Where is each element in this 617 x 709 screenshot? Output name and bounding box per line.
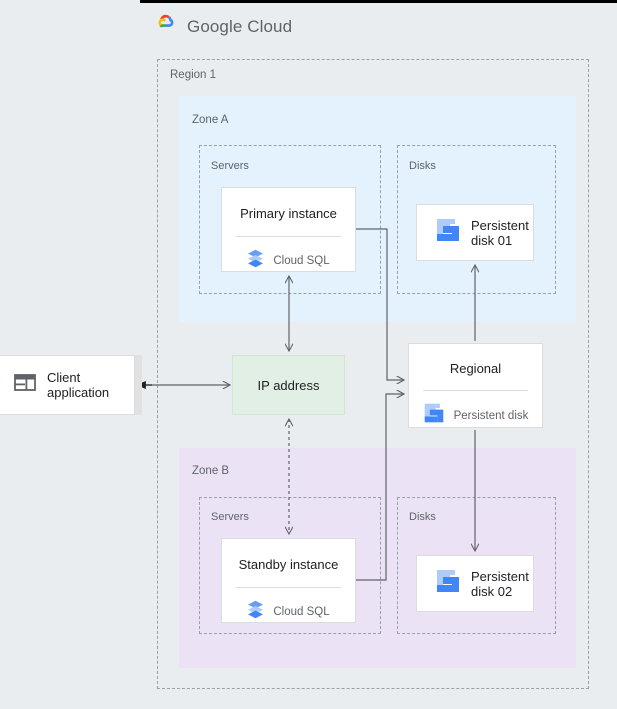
- cloud-sql-icon: [247, 249, 264, 273]
- zone-a-label: Zone A: [192, 114, 229, 126]
- client-window-icon: [14, 373, 36, 397]
- regional-disk-title: Regional: [449, 361, 502, 376]
- primary-instance-card[interactable]: Primary instance Cloud SQL: [221, 187, 356, 272]
- client-application-card[interactable]: Client application: [0, 355, 135, 415]
- client-line1: Client: [47, 370, 81, 385]
- divider: [236, 236, 341, 237]
- persistent-disk-01-card[interactable]: Persistent disk 01: [416, 204, 534, 261]
- primary-instance-title: Primary instance: [240, 206, 337, 221]
- primary-instance-service-label: Cloud SQL: [273, 255, 330, 267]
- divider: [236, 587, 341, 588]
- persistent-disk-02-card[interactable]: Persistent disk 02: [416, 555, 534, 612]
- persistent-disk-icon: [435, 568, 461, 599]
- google-cloud-logo-icon: [155, 14, 179, 39]
- brand-google: Google: [187, 16, 243, 36]
- servers-group-zone-a-label: Servers: [211, 160, 249, 172]
- zone-b-label: Zone B: [192, 465, 230, 477]
- google-cloud-logo: Google Cloud: [155, 14, 292, 39]
- regional-disk-service-label: Persistent disk: [453, 409, 529, 422]
- persistent-disk-icon: [423, 402, 445, 429]
- brand-cloud: Cloud: [247, 16, 293, 36]
- ip-address-card[interactable]: IP address: [232, 355, 345, 415]
- primary-instance-service: Cloud SQL: [222, 249, 355, 273]
- standby-instance-title: Standby instance: [238, 557, 339, 572]
- persistent-disk-01-label: Persistent disk 01: [471, 218, 529, 248]
- persistent-disk-icon: [435, 217, 461, 248]
- client-application-label: Client application: [47, 370, 109, 400]
- pd02-line1: Persistent: [471, 568, 529, 584]
- ip-address-label: IP address: [257, 377, 320, 393]
- cloud-sql-icon: [247, 600, 264, 624]
- standby-instance-service: Cloud SQL: [222, 600, 355, 624]
- divider: [423, 390, 528, 391]
- standby-instance-service-label: Cloud SQL: [273, 606, 330, 618]
- persistent-disk-02-label: Persistent disk 02: [471, 569, 529, 599]
- google-cloud-logo-text: Google Cloud: [187, 17, 292, 37]
- pd01-line1: Persistent: [471, 217, 529, 233]
- standby-instance-card[interactable]: Standby instance Cloud SQL: [221, 538, 356, 623]
- pd01-line2: disk 01: [471, 232, 513, 248]
- regional-disk-service: Persistent disk: [409, 402, 542, 429]
- regional-persistent-disk-card[interactable]: Regional Persistent disk: [408, 343, 543, 428]
- disks-group-zone-a-label: Disks: [409, 160, 436, 172]
- top-border: [140, 0, 617, 3]
- client-line2: application: [47, 385, 110, 400]
- disks-group-zone-a: [397, 145, 556, 294]
- pd02-line2: disk 02: [471, 583, 513, 599]
- region-label: Region 1: [170, 69, 217, 81]
- servers-group-zone-b-label: Servers: [211, 511, 249, 523]
- disks-group-zone-b-label: Disks: [409, 511, 436, 523]
- region-container: [157, 59, 589, 689]
